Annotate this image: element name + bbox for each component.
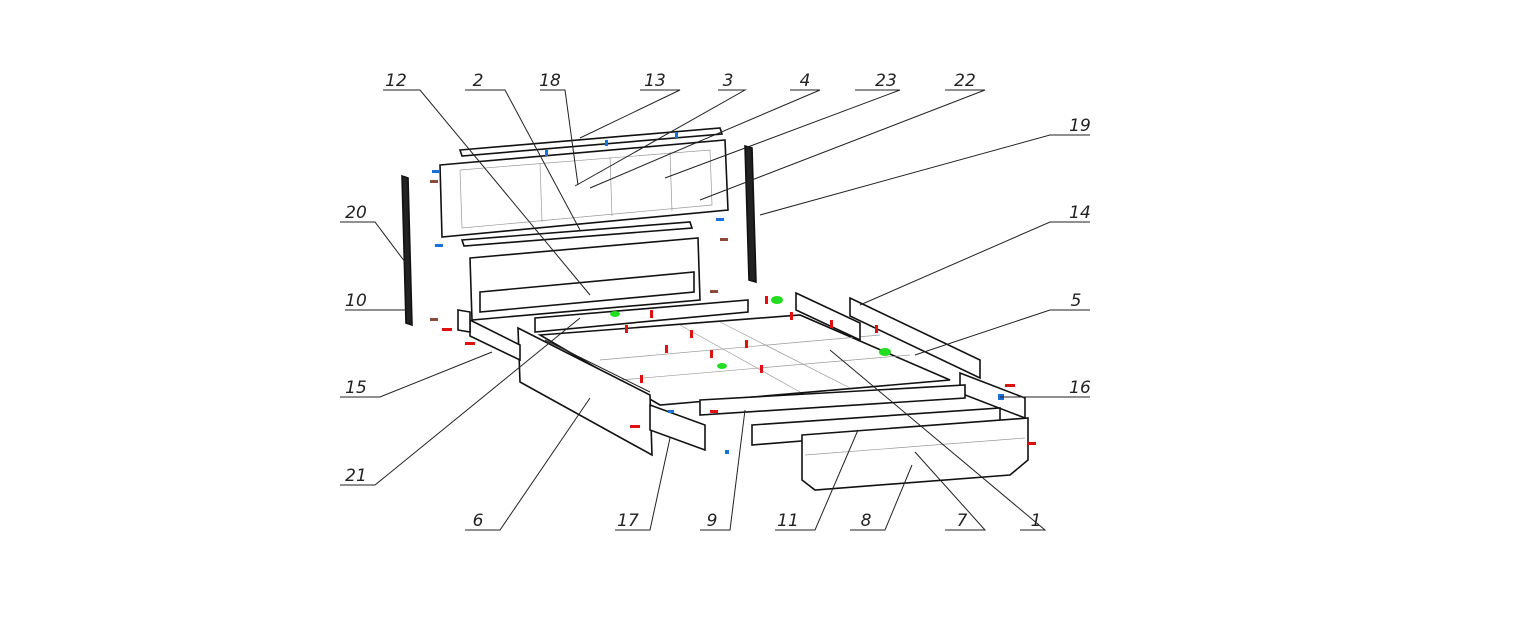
callout-4: 4 bbox=[800, 71, 811, 91]
callout-1: 1 bbox=[1031, 511, 1042, 531]
headboard-top-rail bbox=[458, 127, 724, 157]
callout-3: 3 bbox=[723, 71, 734, 91]
right-post bbox=[744, 144, 757, 284]
headboard-lower-rail bbox=[460, 221, 694, 247]
headboard-panel bbox=[439, 139, 729, 238]
callout-13: 13 bbox=[644, 71, 666, 91]
callout-11: 11 bbox=[777, 511, 799, 531]
left-corner-block bbox=[457, 309, 471, 333]
rear-rail bbox=[534, 299, 749, 333]
callout-17: 17 bbox=[617, 511, 639, 531]
callout-18: 18 bbox=[539, 71, 561, 91]
callout-6: 6 bbox=[473, 511, 484, 531]
callout-12: 12 bbox=[385, 71, 407, 91]
callout-7: 7 bbox=[957, 511, 968, 531]
drawer-front bbox=[801, 417, 1029, 491]
callout-22: 22 bbox=[954, 71, 976, 91]
callout-23: 23 bbox=[875, 71, 897, 91]
callout-14: 14 bbox=[1069, 203, 1091, 223]
callout-10: 10 bbox=[345, 291, 367, 311]
callout-21: 21 bbox=[345, 466, 367, 486]
right-inner-board bbox=[795, 291, 861, 342]
callout-2: 2 bbox=[473, 71, 484, 91]
callout-leaders bbox=[340, 89, 1090, 531]
front-left-board bbox=[649, 403, 706, 452]
callout-8: 8 bbox=[861, 511, 872, 531]
callout-15: 15 bbox=[345, 378, 367, 398]
left-side-rail bbox=[517, 326, 653, 457]
callout-5: 5 bbox=[1071, 291, 1082, 311]
callout-9: 9 bbox=[707, 511, 718, 531]
callout-19: 19 bbox=[1069, 116, 1091, 136]
callout-20: 20 bbox=[345, 203, 367, 223]
left-end-board bbox=[469, 318, 521, 362]
left-post bbox=[401, 174, 413, 327]
callout-labels: 12 2 18 13 3 4 23 22 19 14 5 16 20 10 15… bbox=[345, 71, 1091, 531]
right-side-board bbox=[849, 296, 981, 380]
front-rail-upper bbox=[699, 384, 966, 416]
callout-16: 16 bbox=[1069, 378, 1091, 398]
